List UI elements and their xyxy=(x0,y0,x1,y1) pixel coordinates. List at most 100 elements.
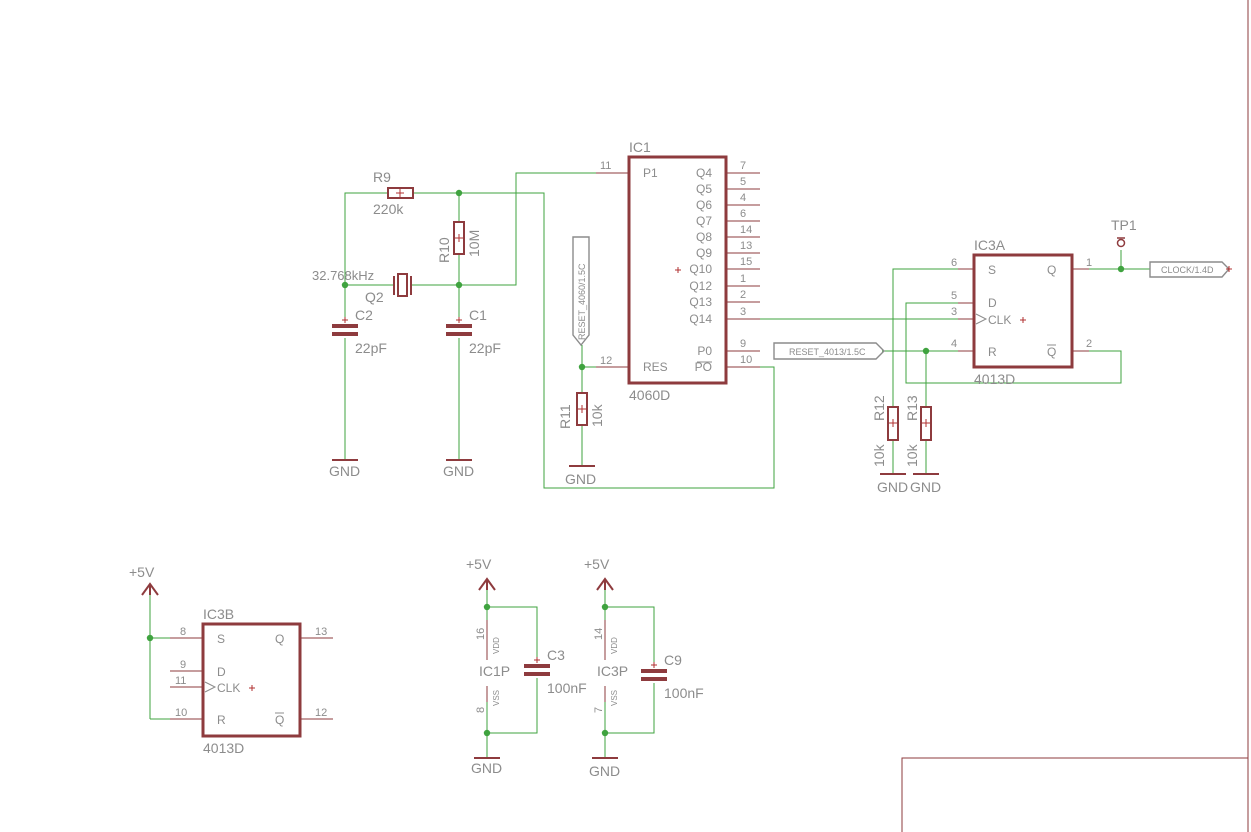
ic1-value: 4060D xyxy=(629,387,670,403)
resistor-r11[interactable]: R11 10k xyxy=(557,392,605,429)
svg-text:GND: GND xyxy=(877,479,908,495)
c9-value: 100nF xyxy=(664,685,704,701)
capacitor-c9[interactable]: C9 100nF xyxy=(641,652,704,701)
gnd-symbol: GND xyxy=(471,757,502,776)
svg-text:Q12: Q12 xyxy=(689,279,712,293)
ic1-right-pins: 7 5 4 6 14 13 15 1 2 3 9 10 Q4 Q5 Q6 Q7 … xyxy=(675,160,760,374)
svg-text:11: 11 xyxy=(600,160,611,172)
capacitor-c1[interactable]: C1 22pF xyxy=(446,307,501,356)
svg-text:16: 16 xyxy=(475,628,487,640)
svg-text:GND: GND xyxy=(910,479,941,495)
svg-text:9: 9 xyxy=(180,659,186,671)
svg-text:12: 12 xyxy=(600,355,612,367)
svg-text:+5V: +5V xyxy=(466,556,492,572)
svg-text:Q8: Q8 xyxy=(696,230,712,244)
net-label-reset-4060[interactable]: RESET_4060/1.5C xyxy=(572,236,590,347)
svg-text:GND: GND xyxy=(329,463,360,479)
svg-text:Q4: Q4 xyxy=(696,166,712,180)
svg-text:R: R xyxy=(988,345,997,359)
svg-text:6: 6 xyxy=(951,257,957,269)
r12-value: 10k xyxy=(871,443,887,467)
gnd-symbol: GND xyxy=(877,473,908,495)
svg-text:S: S xyxy=(988,263,996,277)
svg-text:1: 1 xyxy=(1086,257,1092,269)
clock-text: CLOCK/1.4D xyxy=(1161,265,1214,275)
svg-text:2: 2 xyxy=(1086,338,1092,350)
svg-text:10: 10 xyxy=(740,354,752,366)
svg-text:4: 4 xyxy=(951,338,957,350)
svg-text:D: D xyxy=(217,665,226,679)
net-label-clock[interactable]: CLOCK/1.4D xyxy=(1149,261,1232,278)
svg-text:13: 13 xyxy=(315,626,327,638)
r9-name: R9 xyxy=(373,169,391,185)
reset-4060-text: RESET_4060/1.5C xyxy=(577,263,587,340)
svg-text:Q: Q xyxy=(275,632,284,646)
svg-text:10: 10 xyxy=(175,707,187,719)
ic1p-power-pins[interactable]: 16 VDD IC1P VSS 8 xyxy=(475,620,510,713)
r10-value: 10M xyxy=(466,230,482,257)
test-point-tp1[interactable]: TP1 xyxy=(1111,217,1137,248)
resistor-r10[interactable]: R10 10M xyxy=(436,221,482,263)
ic3b-name: IC3B xyxy=(203,606,234,622)
r13-name: R13 xyxy=(904,395,920,421)
capacitor-c3[interactable]: C3 100nF xyxy=(524,647,587,696)
svg-text:GND: GND xyxy=(589,763,620,779)
svg-text:+5V: +5V xyxy=(584,556,610,572)
svg-text:2: 2 xyxy=(740,289,746,301)
svg-text:5: 5 xyxy=(951,290,957,302)
svg-text:8: 8 xyxy=(475,707,487,713)
gnd-symbol: GND xyxy=(565,465,596,487)
svg-text:PO: PO xyxy=(695,360,712,374)
ic3p-name: IC3P xyxy=(597,663,628,679)
resistor-r9[interactable]: R9 220k xyxy=(373,169,414,217)
svg-text:14: 14 xyxy=(740,224,752,236)
ic3b-value: 4013D xyxy=(203,740,244,756)
svg-text:6: 6 xyxy=(740,208,746,220)
svg-text:3: 3 xyxy=(951,306,957,318)
svg-text:4: 4 xyxy=(740,192,746,204)
svg-text:8: 8 xyxy=(180,626,186,638)
vcc-symbol: +5V xyxy=(584,556,614,591)
r11-value: 10k xyxy=(589,403,605,427)
resistor-r12[interactable]: R12 10k xyxy=(871,395,899,467)
svg-text:VSS: VSS xyxy=(610,690,619,706)
drawing-frame xyxy=(901,0,1249,832)
svg-text:Q13: Q13 xyxy=(689,295,712,309)
svg-text:VSS: VSS xyxy=(492,690,501,706)
svg-text:+5V: +5V xyxy=(129,564,155,580)
ic3p-power-pins[interactable]: 14 VDD IC3P VSS 7 xyxy=(593,620,628,713)
ic3b-4013[interactable]: IC3B 4013D 8 9 11 10 13 12 S D CLK R Q Q xyxy=(170,606,333,756)
svg-text:3: 3 xyxy=(740,306,746,318)
svg-text:R: R xyxy=(217,713,226,727)
ic1-4060[interactable]: IC1 4060D 11 12 P1 RES 7 5 4 6 14 1 xyxy=(596,139,760,403)
svg-text:GND: GND xyxy=(471,760,502,776)
svg-text:Q9: Q9 xyxy=(696,246,712,260)
ic3a-value: 4013D xyxy=(974,371,1015,387)
svg-text:RES: RES xyxy=(643,360,668,374)
svg-text:13: 13 xyxy=(740,240,752,252)
svg-text:Q5: Q5 xyxy=(696,182,712,196)
svg-text:VDD: VDD xyxy=(610,637,619,654)
r12-name: R12 xyxy=(871,395,887,421)
net-label-reset-4013[interactable]: RESET_4013/1.5C xyxy=(773,342,885,360)
crystal-q2[interactable]: 32.768kHz Q2 xyxy=(312,268,412,305)
svg-text:Q14: Q14 xyxy=(689,312,712,326)
ic1p-name: IC1P xyxy=(479,663,510,679)
svg-text:9: 9 xyxy=(740,338,746,350)
svg-text:Q: Q xyxy=(1047,345,1056,359)
c9-name: C9 xyxy=(664,652,682,668)
c3-value: 100nF xyxy=(547,680,587,696)
svg-text:12: 12 xyxy=(315,707,327,719)
capacitor-c2[interactable]: C2 22pF xyxy=(332,307,387,356)
r13-value: 10k xyxy=(904,443,920,467)
r11-name: R11 xyxy=(557,404,573,429)
svg-text:1: 1 xyxy=(740,273,746,285)
svg-text:VDD: VDD xyxy=(492,637,501,654)
svg-text:11: 11 xyxy=(175,675,186,687)
c3-name: C3 xyxy=(547,647,565,663)
ic1-name: IC1 xyxy=(629,139,651,155)
resistor-r13[interactable]: R13 10k xyxy=(904,395,932,467)
svg-text:GND: GND xyxy=(443,463,474,479)
ic3a-4013[interactable]: IC3A 4013D 6 5 3 4 1 2 S D CLK R Q Q xyxy=(951,237,1092,387)
